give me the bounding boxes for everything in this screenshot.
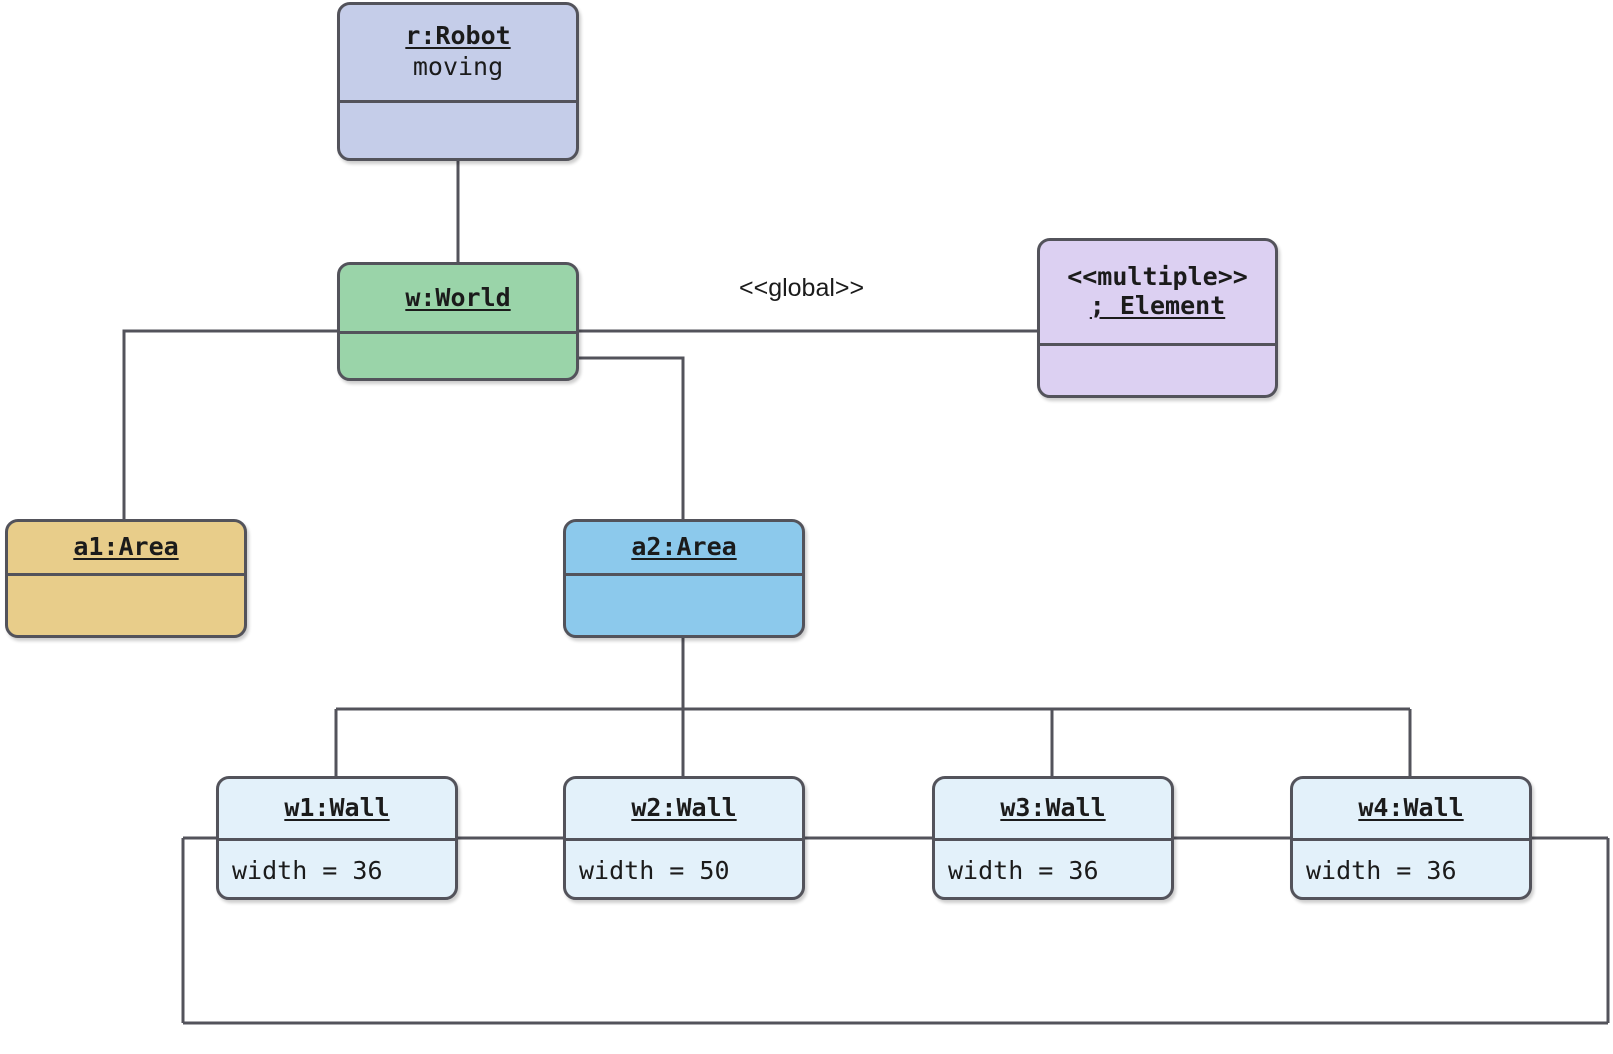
area1-instance-name: a1:Area bbox=[73, 532, 179, 562]
wall-header: w2:Wall bbox=[566, 779, 802, 841]
edge-world-area2 bbox=[579, 356, 685, 519]
wall-attribute-width: width = 36 bbox=[232, 856, 383, 885]
object-node-wall[interactable]: w1:Wall width = 36 bbox=[216, 776, 458, 900]
wall-attributes-compartment: width = 50 bbox=[566, 841, 802, 897]
area2-attributes-compartment bbox=[566, 576, 802, 635]
area1-header: a1:Area bbox=[8, 522, 244, 576]
world-attributes-compartment bbox=[340, 334, 576, 378]
wall-header: w4:Wall bbox=[1293, 779, 1529, 841]
element-attributes-compartment bbox=[1040, 346, 1275, 395]
element-header: <<multiple>> ; Element bbox=[1040, 241, 1275, 346]
wall-instance-name: w4:Wall bbox=[1358, 793, 1464, 823]
edge-world-area1 bbox=[122, 329, 337, 519]
object-node-robot[interactable]: r:Robot moving bbox=[337, 2, 579, 161]
element-stereotype: <<multiple>> bbox=[1067, 262, 1248, 292]
object-node-element[interactable]: <<multiple>> ; Element bbox=[1037, 238, 1278, 398]
robot-header: r:Robot moving bbox=[340, 5, 576, 103]
robot-attributes-compartment bbox=[340, 103, 576, 158]
wall-attributes-compartment: width = 36 bbox=[1293, 841, 1529, 897]
area2-instance-name: a2:Area bbox=[631, 532, 737, 562]
object-node-wall[interactable]: w4:Wall width = 36 bbox=[1290, 776, 1532, 900]
wall-header: w1:Wall bbox=[219, 779, 455, 841]
robot-state: moving bbox=[412, 51, 504, 81]
wall-attribute-width: width = 36 bbox=[1306, 856, 1457, 885]
area1-attributes-compartment bbox=[8, 576, 244, 635]
wall-attribute-width: width = 36 bbox=[948, 856, 1099, 885]
world-instance-name: w:World bbox=[405, 282, 511, 312]
element-instance-name: ; Element bbox=[1089, 291, 1226, 320]
area2-header: a2:Area bbox=[566, 522, 802, 576]
object-node-area2[interactable]: a2:Area bbox=[563, 519, 805, 638]
wall-header: w3:Wall bbox=[935, 779, 1171, 841]
wall-instance-name: w2:Wall bbox=[631, 793, 737, 823]
wall-instance-name: w1:Wall bbox=[284, 793, 390, 823]
world-header: w:World bbox=[340, 265, 576, 334]
wall-attributes-compartment: width = 36 bbox=[935, 841, 1171, 897]
wall-instance-name: w3:Wall bbox=[1000, 793, 1106, 823]
edge-label-global: <<global>> bbox=[739, 274, 865, 302]
object-node-world[interactable]: w:World bbox=[337, 262, 579, 381]
object-node-area1[interactable]: a1:Area bbox=[5, 519, 247, 638]
wall-attributes-compartment: width = 36 bbox=[219, 841, 455, 897]
object-node-wall[interactable]: w3:Wall width = 36 bbox=[932, 776, 1174, 900]
wall-attribute-width: width = 50 bbox=[579, 856, 730, 885]
robot-instance-name: r:Robot bbox=[405, 20, 511, 50]
object-node-wall[interactable]: w2:Wall width = 50 bbox=[563, 776, 805, 900]
